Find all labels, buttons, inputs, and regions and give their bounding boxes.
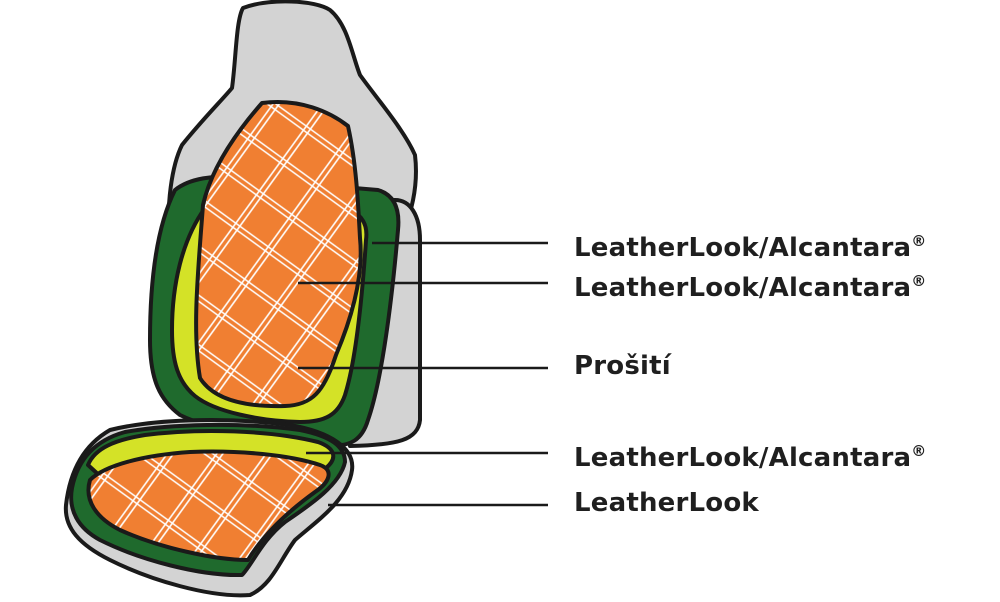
label-bolster-outer: LeatherLook/Alcantara® <box>574 232 927 263</box>
label-seat-base: LeatherLook <box>574 488 759 518</box>
registered-mark: ® <box>911 232 927 250</box>
label-stitching: Prošití <box>574 351 671 381</box>
backrest-center-panel <box>194 100 363 409</box>
registered-mark: ® <box>911 272 927 290</box>
label-seat-center: LeatherLook/Alcantara® <box>574 442 927 473</box>
leader-lines <box>298 241 548 507</box>
registered-mark: ® <box>911 442 927 460</box>
seat-center-panel <box>86 449 331 562</box>
label-back-center: LeatherLook/Alcantara® <box>574 272 927 303</box>
